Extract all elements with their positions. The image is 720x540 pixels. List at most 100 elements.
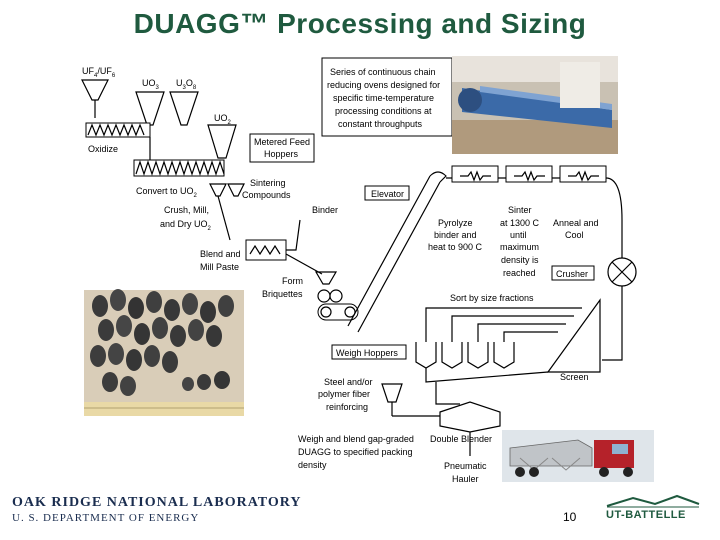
pyro-text-3: heat to 900 C: [428, 242, 483, 252]
weigh-hopper-2: [441, 342, 463, 369]
steel-text-3: reinforcing: [326, 402, 368, 412]
oven-zone-3-heater: [568, 170, 599, 182]
u3o8-hopper: [169, 91, 199, 126]
sinter-text-3: until: [510, 230, 527, 240]
elevator-label: Elevator: [371, 189, 404, 199]
weigh-blend-text-2: DUAGG to specified packing: [298, 447, 413, 457]
sort-line-3: [477, 323, 566, 342]
uo2-hopper: [207, 124, 237, 159]
elevator-belt-1: [347, 175, 431, 327]
anneal-text-2: Cool: [565, 230, 584, 240]
double-blender-label: Double Blender: [430, 434, 492, 444]
sinter-text-1: Sinter: [508, 205, 532, 215]
blend-mill-screw: [249, 244, 281, 256]
sinter-compounds-1: Sintering: [250, 178, 286, 188]
weigh-blend-text-3: density: [298, 460, 327, 470]
sort-line-2: [451, 315, 574, 342]
ovens-text-5: constant throughputs: [338, 119, 423, 129]
ovens-text-3: specific time-temperature: [333, 93, 434, 103]
metered-label-2: Hoppers: [264, 149, 299, 159]
crush-label-1: Crush, Mill,: [164, 205, 209, 215]
screen-label: Screen: [560, 372, 589, 382]
sinter-text-6: reached: [503, 268, 536, 278]
pneumatic-text-1: Pneumatic: [444, 461, 487, 471]
ovens-text-4: processing conditions at: [335, 106, 432, 116]
weigh-blend-text-1: Weigh and blend gap-graded: [298, 434, 414, 444]
ovens-text-2: reducing ovens designed for: [327, 80, 440, 90]
oven-zone-1-heater: [460, 170, 491, 182]
blend-label-2: Mill Paste: [200, 262, 239, 272]
sinter-text-5: density is: [501, 255, 539, 265]
ovens-caption-box: [321, 57, 453, 137]
weigh-collector-line: [425, 368, 549, 383]
weigh-hoppers-label: Weigh Hoppers: [336, 348, 398, 358]
compound-hopper: [227, 183, 245, 197]
oven-zone-3: [559, 165, 607, 183]
mill-hopper: [209, 183, 227, 197]
crusher-box: [551, 265, 595, 281]
footer-dept-name: U. S. DEPARTMENT OF ENERGY: [12, 512, 200, 524]
uo2-label: UO2: [214, 113, 232, 126]
convert-screw: [135, 160, 225, 176]
pyro-text-1: Pyrolyze: [438, 218, 473, 228]
briquette-roll-2: [329, 289, 343, 303]
uo3-label: UO3: [142, 78, 160, 91]
duagg-pellets-photo: [84, 289, 244, 416]
double-blender-icon: [439, 401, 501, 433]
metered-label-1: Metered Feed: [254, 137, 310, 147]
convert-label: Convert to UO2: [136, 186, 198, 199]
pneumatic-text-2: Hauler: [452, 474, 479, 484]
form-label-1: Form: [282, 276, 303, 286]
form-label-2: Briquettes: [262, 289, 303, 299]
sinter-compounds-2: Compounds: [242, 190, 291, 200]
ut-battelle-logo-text: UT-BATTELLE: [606, 509, 686, 521]
blend-mill-box: [245, 239, 287, 261]
oxidize-screw: [87, 123, 145, 137]
roller-1: [320, 306, 332, 318]
steel-text-2: polymer fiber: [318, 389, 370, 399]
uf-hopper: [81, 79, 109, 101]
steel-text-1: Steel and/or: [324, 377, 373, 387]
anneal-text-1: Anneal and: [553, 218, 599, 228]
sinter-text-4: maximum: [500, 242, 539, 252]
page-number: 10: [563, 510, 577, 524]
blend-label-1: Blend and: [200, 249, 241, 259]
slide-title: DUAGG™ Processing and Sizing: [133, 8, 587, 39]
uo3-hopper: [135, 91, 165, 126]
u3o8-label: U3O8: [176, 78, 197, 91]
weigh-hopper-1: [415, 342, 437, 369]
briquette-hopper: [314, 271, 338, 285]
mill-drop: [217, 195, 231, 241]
crush-label-2: and Dry UO2: [160, 219, 212, 232]
elevator-box: [364, 185, 410, 201]
fiber-hopper: [381, 383, 403, 403]
pyro-text-2: binder and: [434, 230, 477, 240]
uf-label: UF4/UF6: [82, 66, 116, 79]
oxidize-label: Oxidize: [88, 144, 118, 154]
oven-photo: [452, 56, 618, 154]
crusher-blades-icon: [611, 261, 633, 283]
weigh-hopper-4: [493, 342, 515, 369]
ut-battelle-logo-icon: [606, 494, 700, 508]
sort-line-4: [503, 331, 558, 342]
pneumatic-hauler-photo: [502, 430, 654, 482]
crusher-to-screen-line: [602, 286, 623, 361]
binder-label: Binder: [312, 205, 338, 215]
metered-feed-box: [249, 133, 315, 163]
ovens-text-1: Series of continuous chain: [330, 67, 436, 77]
oven-zone-1: [451, 165, 499, 183]
sort-line-1: [425, 307, 582, 342]
footer-org-name: OAK RIDGE NATIONAL LABORATORY: [12, 495, 302, 510]
sinter-text-2: at 1300 C: [500, 218, 540, 228]
elevator-belt-2: [357, 181, 441, 333]
weigh-to-blender-line: [435, 382, 460, 405]
elevator-head: [429, 171, 447, 183]
oven-zone-2: [505, 165, 553, 183]
briquette-roll-1: [317, 289, 331, 303]
oven-zone-2-heater: [514, 170, 545, 182]
oven-to-crusher-line: [605, 177, 623, 258]
weigh-hopper-3: [467, 342, 489, 369]
screen-triangle: [546, 298, 601, 373]
sort-label: Sort by size fractions: [450, 293, 534, 303]
